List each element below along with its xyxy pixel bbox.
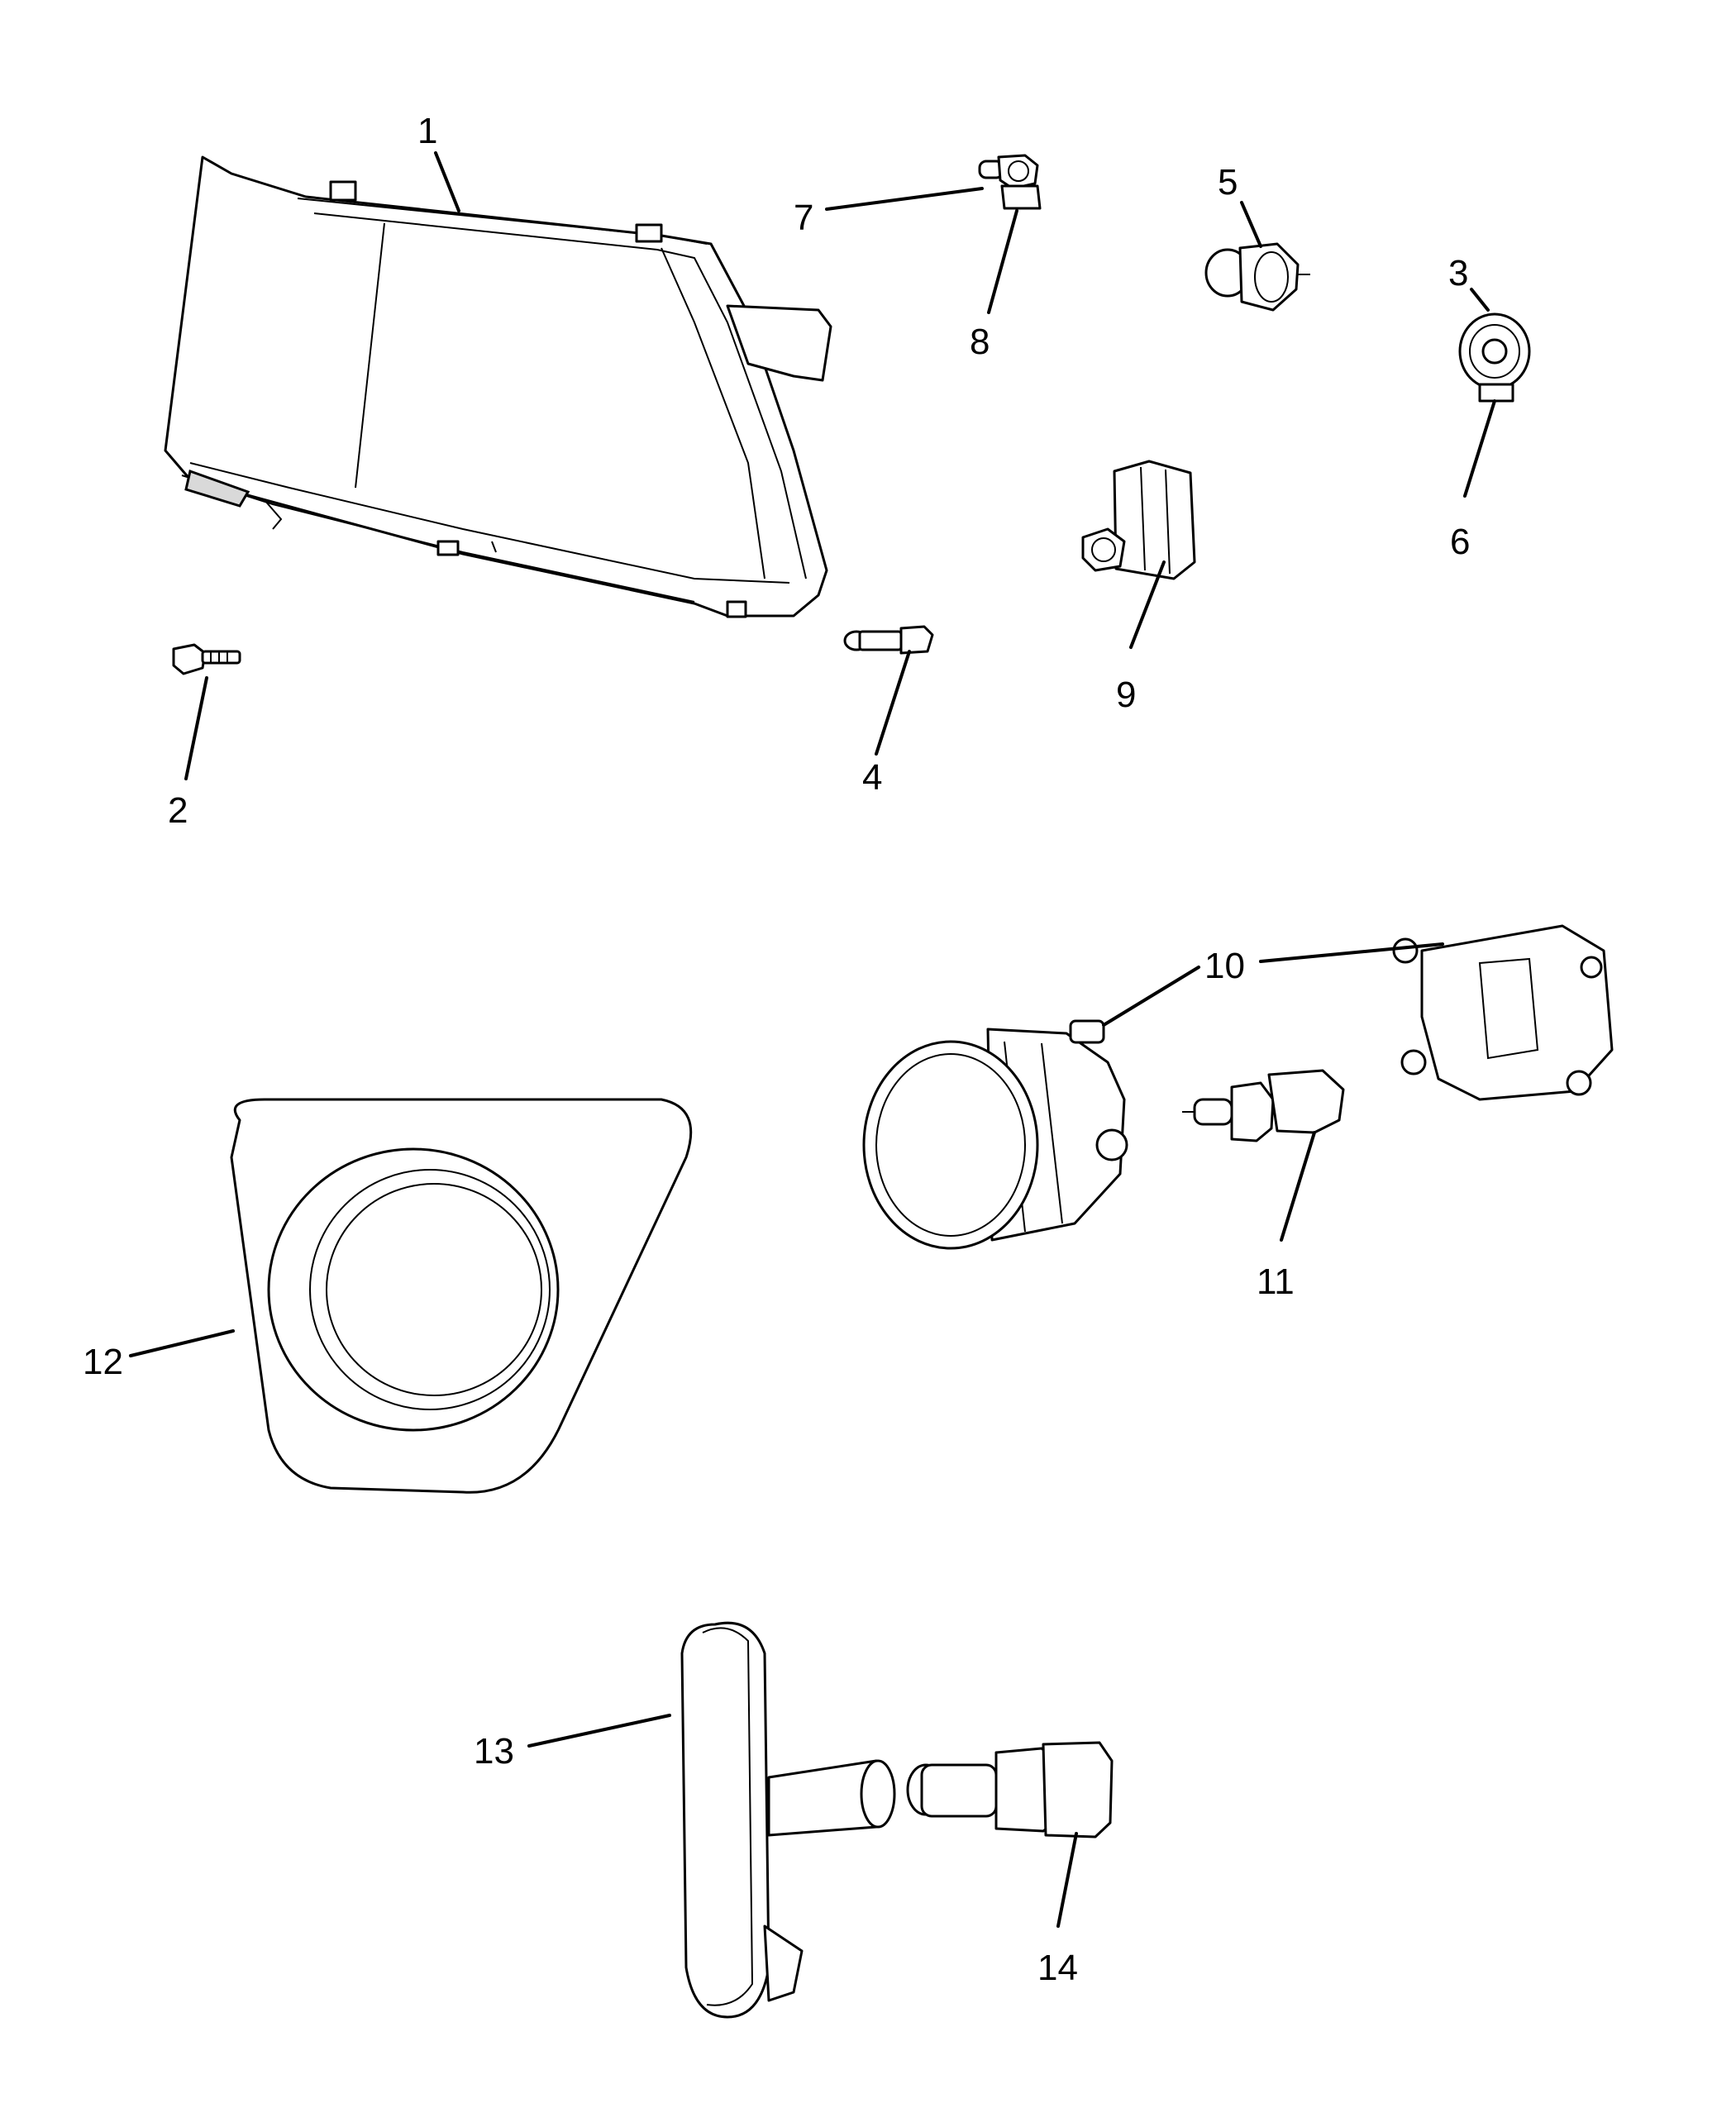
fog-lamp (862, 1019, 1128, 1250)
callout-labels: 1 2 3 4 5 6 7 8 9 10 11 12 13 14 (83, 111, 1470, 1988)
leader-11 (1280, 1131, 1316, 1242)
leader-2 (184, 676, 208, 780)
leader-13 (527, 1714, 671, 1748)
leveling-actuator (1081, 460, 1196, 580)
callout-14: 14 (1037, 1948, 1078, 1988)
bolt (172, 643, 241, 675)
leader-9 (1129, 560, 1166, 649)
bulb-with-socket-right (1458, 312, 1531, 403)
callout-5: 5 (1218, 162, 1238, 203)
callout-7: 7 (794, 198, 813, 238)
fog-lamp-bracket (1392, 924, 1614, 1101)
leader-7 (825, 187, 984, 211)
callout-6: 6 (1450, 522, 1470, 562)
callout-10: 10 (1204, 946, 1245, 986)
callout-3: 3 (1448, 253, 1468, 293)
callout-2: 2 (168, 790, 188, 831)
callout-1: 1 (417, 111, 437, 151)
callout-4: 4 (862, 757, 882, 798)
fog-lamp-bezel (230, 1098, 693, 1494)
leader-14 (1056, 1832, 1078, 1928)
headlamp-assembly (164, 155, 832, 618)
leader-5 (1240, 201, 1262, 248)
leader-lines (129, 151, 1496, 1928)
callout-12: 12 (83, 1342, 123, 1382)
leader-10b (1259, 942, 1444, 963)
side-marker-lamp (680, 1621, 896, 2019)
leader-4 (875, 650, 911, 756)
bulb-and-socket-upper (978, 154, 1042, 210)
leader-12 (129, 1329, 235, 1357)
globe-bulb (1204, 242, 1310, 312)
leader-10a (1102, 966, 1200, 1027)
wedge-bulb (843, 625, 934, 655)
leader-8 (987, 209, 1018, 314)
fog-bulb (1182, 1069, 1345, 1142)
callout-9: 9 (1116, 675, 1136, 715)
marker-bulb (906, 1741, 1114, 1839)
callout-13: 13 (474, 1731, 514, 1772)
leader-6 (1463, 399, 1496, 498)
leader-1 (434, 151, 460, 212)
callout-11: 11 (1257, 1261, 1295, 1302)
callout-8: 8 (970, 322, 990, 362)
leader-3 (1470, 288, 1490, 312)
